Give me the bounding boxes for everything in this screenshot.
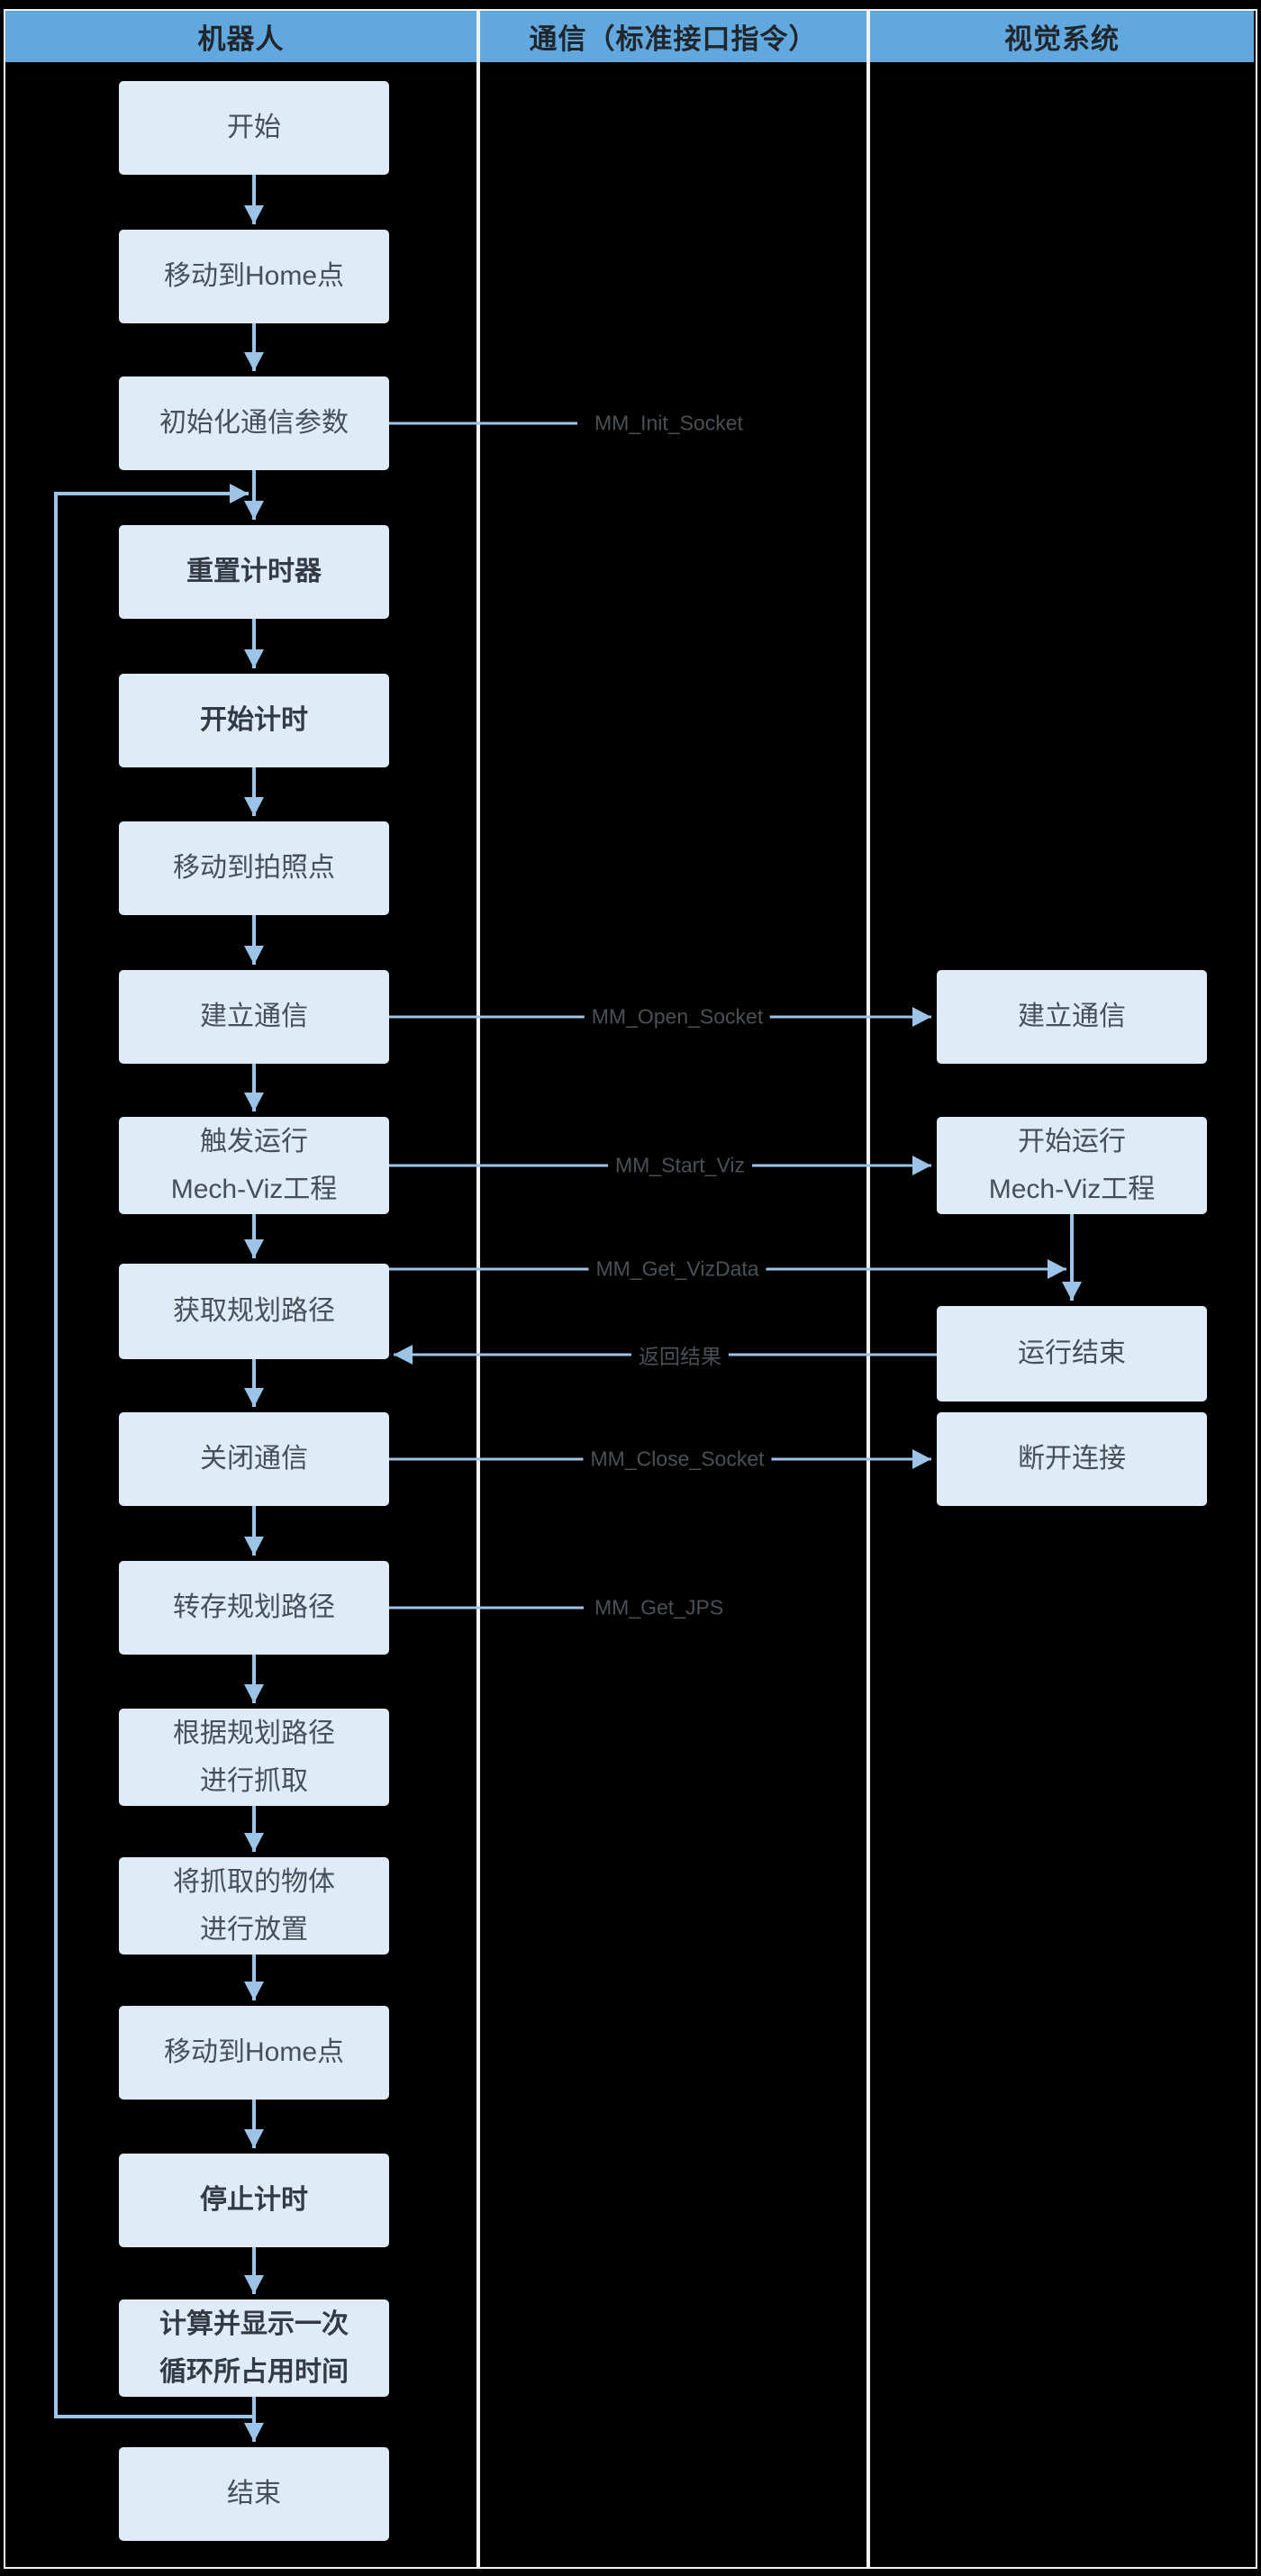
node-vision-establish-comm: 建立通信	[937, 970, 1207, 1064]
node-grab-by-path: 根据规划路径进行抓取	[119, 1709, 389, 1806]
node-vision-disconnect: 断开连接	[937, 1412, 1207, 1506]
node-place-object: 将抓取的物体进行放置	[119, 1857, 389, 1955]
label-mm-init-socket: MM_Init_Socket	[587, 409, 750, 438]
node-start: 开始	[119, 81, 389, 175]
label-mm-start-viz: MM_Start_Viz	[607, 1151, 753, 1180]
node-close-comm: 关闭通信	[119, 1412, 389, 1506]
node-vision-run-finished: 运行结束	[937, 1306, 1207, 1401]
node-save-planned-path: 转存规划路径	[119, 1561, 389, 1655]
header-robot: 机器人	[5, 11, 476, 62]
node-establish-comm: 建立通信	[119, 970, 389, 1064]
label-mm-open-socket: MM_Open_Socket	[584, 1002, 771, 1031]
label-mm-get-vizdata: MM_Get_VizData	[588, 1255, 767, 1283]
header-communication: 通信（标准接口指令）	[480, 11, 866, 62]
column-separator-1	[476, 11, 480, 2567]
node-reset-timer: 重置计时器	[119, 525, 389, 619]
header-vision: 视觉系统	[870, 11, 1254, 62]
node-move-home-2: 移动到Home点	[119, 2006, 389, 2100]
node-move-photo-point: 移动到拍照点	[119, 821, 389, 915]
label-mm-close-socket: MM_Close_Socket	[583, 1445, 772, 1474]
label-mm-get-jps: MM_Get_JPS	[587, 1593, 731, 1622]
label-return-result: 返回结果	[631, 1338, 729, 1372]
node-stop-timing: 停止计时	[119, 2154, 389, 2247]
loop-back-arrow	[54, 484, 254, 2418]
node-start-timing: 开始计时	[119, 674, 389, 767]
node-calc-cycle-time: 计算并显示一次循环所占用时间	[119, 2299, 389, 2397]
column-separator-2	[866, 11, 870, 2567]
node-get-planned-path: 获取规划路径	[119, 1264, 389, 1359]
node-end: 结束	[119, 2447, 389, 2541]
node-init-comm-params: 初始化通信参数	[119, 376, 389, 470]
node-move-home: 移动到Home点	[119, 230, 389, 323]
